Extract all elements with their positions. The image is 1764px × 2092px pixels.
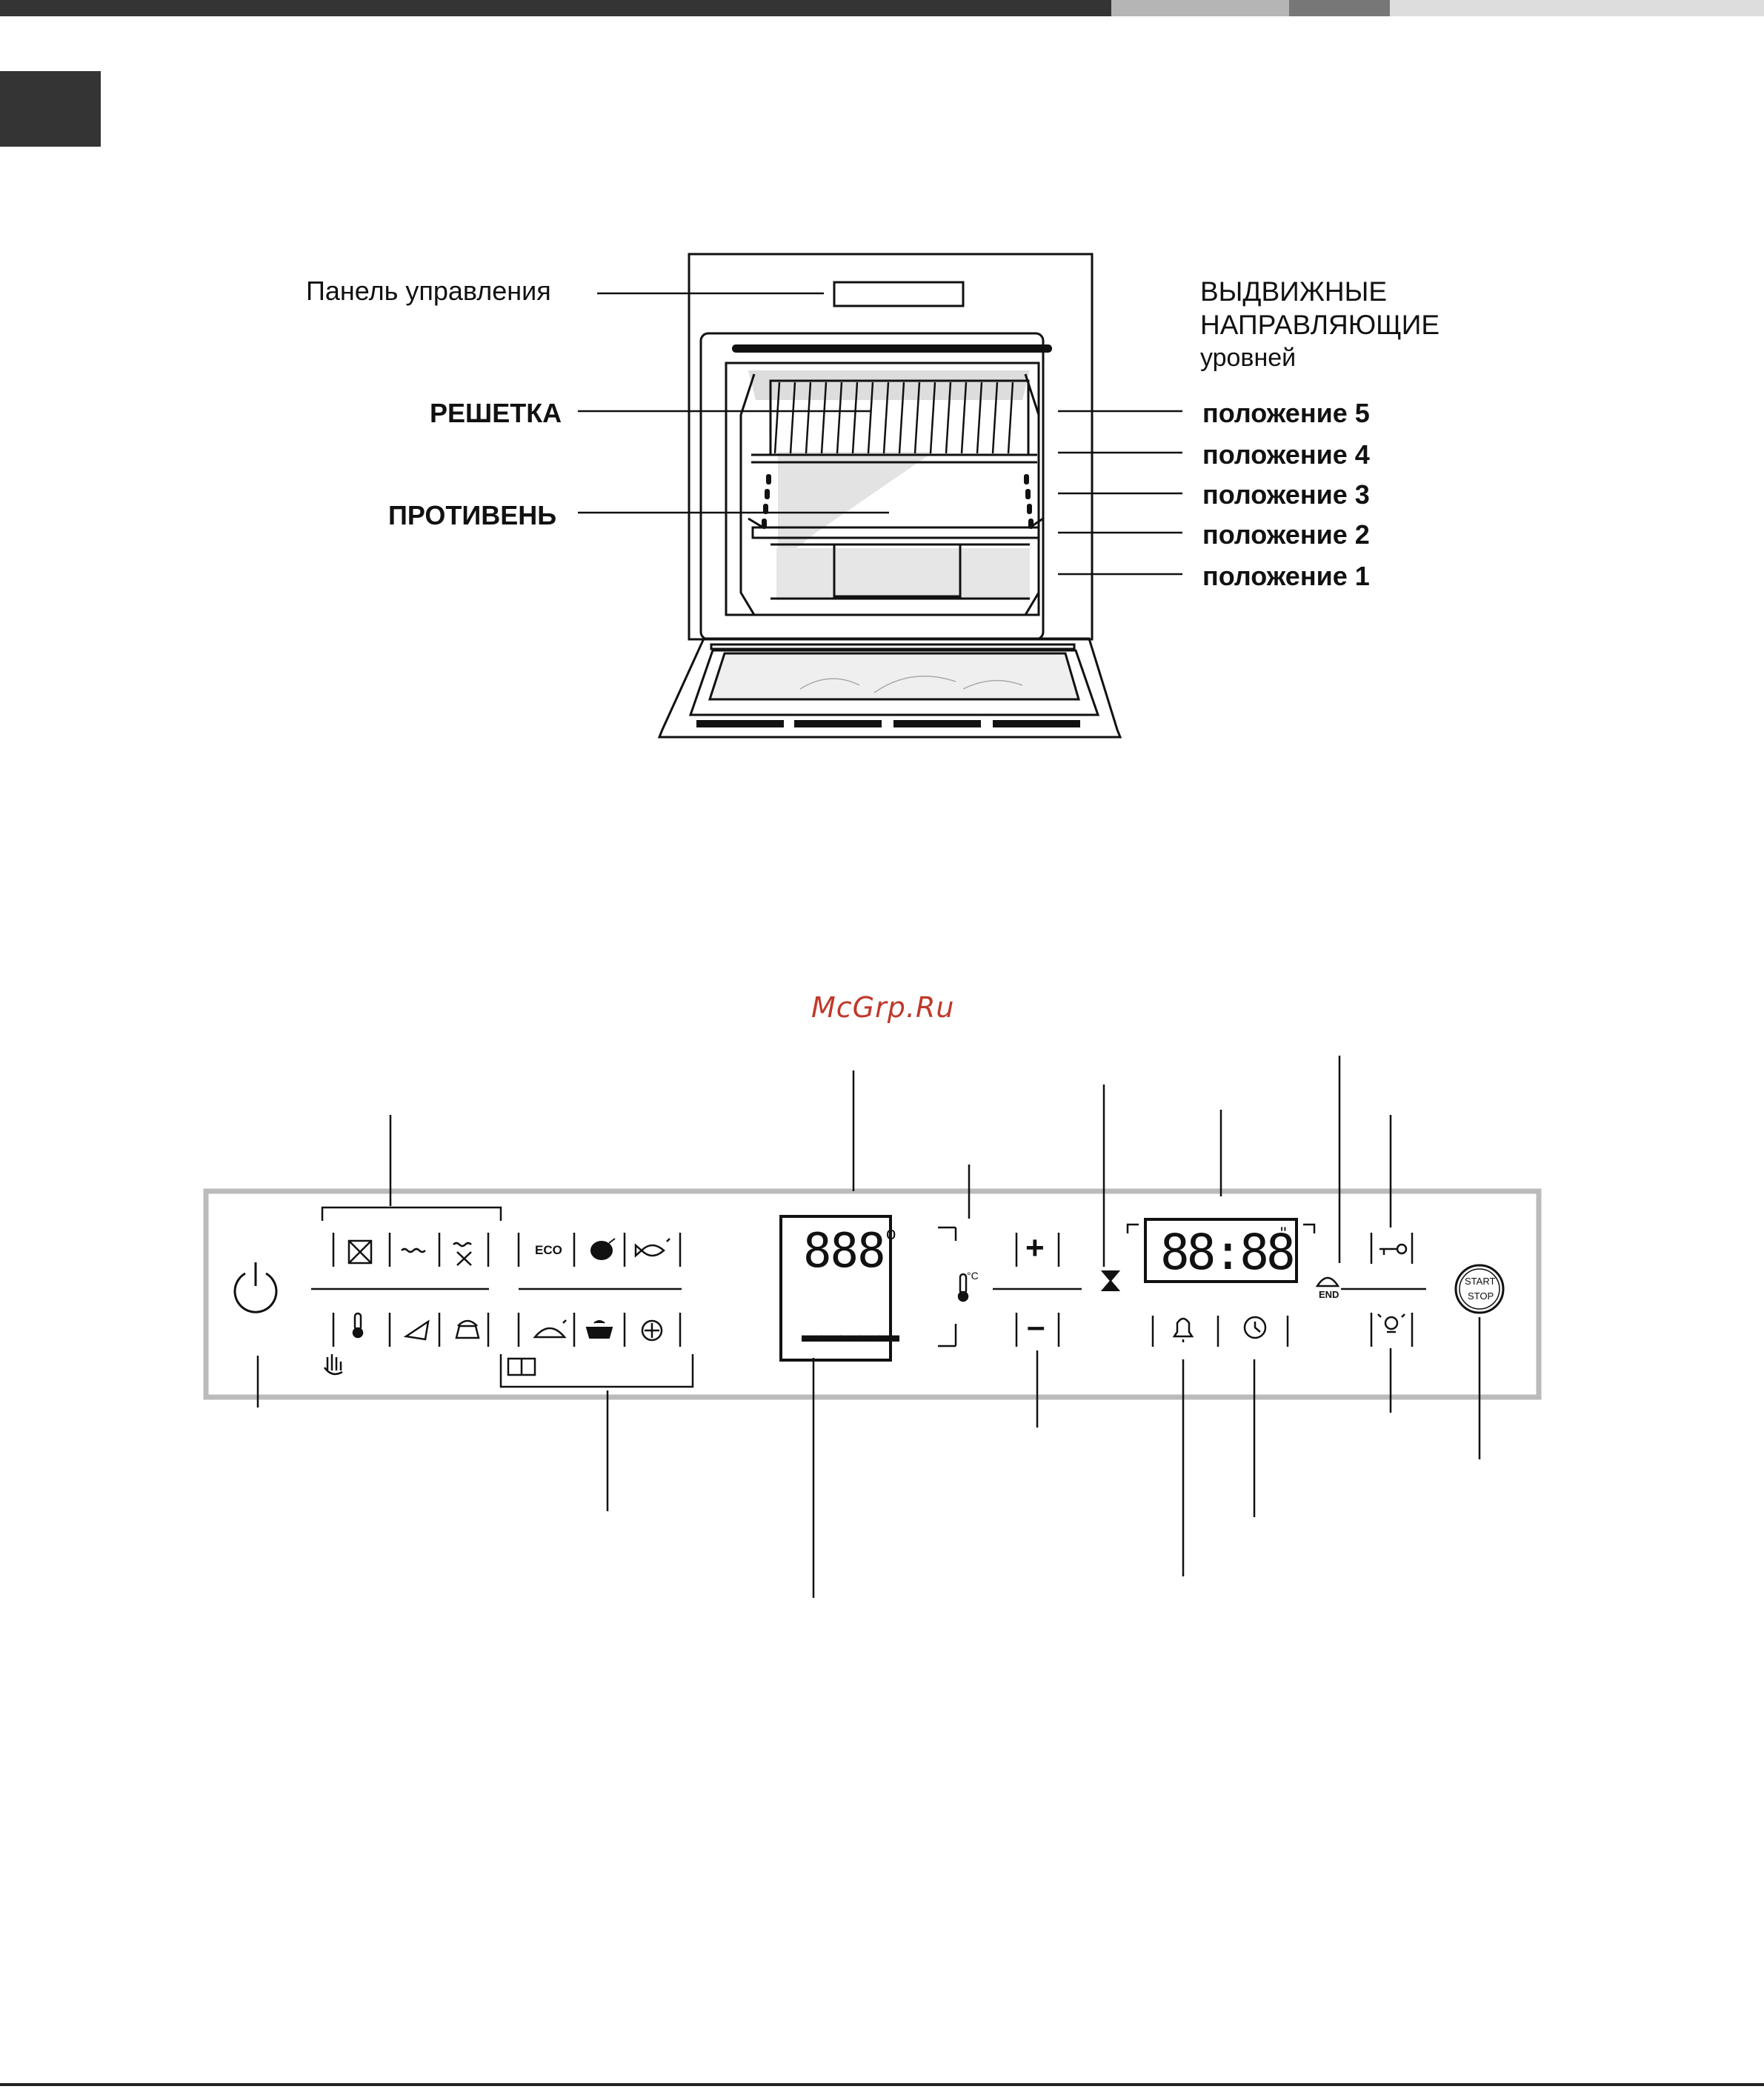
grill-fan-icon	[453, 1242, 472, 1266]
end-label: END	[1319, 1289, 1339, 1300]
rack-wire	[789, 382, 796, 454]
power-icon	[233, 1262, 278, 1313]
rack-wire	[836, 382, 843, 454]
plus-button[interactable]: +	[1025, 1230, 1045, 1266]
header-bar-light	[1111, 0, 1289, 16]
position-1: положение 1	[1202, 561, 1370, 591]
rack-wire	[805, 382, 812, 454]
bread-icon	[533, 1319, 567, 1339]
temperature-display	[779, 1215, 892, 1362]
start-stop-button	[1454, 1264, 1505, 1314]
lamp-icon	[1377, 1313, 1405, 1333]
rail-hole	[1025, 489, 1031, 499]
control-panel-diagram	[203, 1056, 1542, 1598]
section-tab	[0, 71, 101, 147]
position-2: положение 2	[1202, 519, 1370, 550]
rack-wire	[991, 382, 999, 454]
hourglass-icon	[1100, 1270, 1121, 1291]
fan-icon	[347, 1239, 373, 1265]
key-lock-icon	[1379, 1243, 1408, 1255]
end-time-icon	[1315, 1276, 1340, 1287]
rack-wire	[929, 382, 936, 454]
cake-icon	[455, 1319, 480, 1339]
rail-hole	[766, 474, 771, 484]
temp-select-icon	[957, 1273, 969, 1302]
rack-wire	[913, 382, 921, 454]
position-3: положение 3	[1202, 479, 1370, 510]
heating-element	[732, 344, 1052, 353]
rack-wire	[820, 382, 828, 454]
time-digits: 88:88	[1160, 1224, 1296, 1281]
rack-wire	[773, 382, 781, 454]
eco-button[interactable]: ECO	[535, 1243, 562, 1257]
rails-subtitle: уровней	[1200, 344, 1297, 372]
temp-digits: 888	[803, 1224, 886, 1279]
rails-title-2: НАПРАВЛЯЮЩИЕ	[1200, 310, 1440, 340]
label-tray: ПРОТИВЕНЬ	[388, 500, 557, 530]
rack-wire	[976, 382, 983, 454]
stop-label: STOP	[1468, 1290, 1494, 1302]
clock-icon	[1243, 1316, 1267, 1339]
rail-hole	[1024, 474, 1029, 484]
temp-degree-mark: o	[886, 1224, 896, 1244]
pot-icon	[641, 1319, 663, 1342]
bell-icon	[1172, 1317, 1194, 1342]
header-bar-dark	[0, 0, 1111, 16]
position-4: положение 4	[1202, 439, 1370, 470]
rail-hole	[1027, 504, 1032, 514]
rail-hole	[765, 489, 770, 499]
rack-wire	[960, 382, 968, 454]
header-bar-pale	[1390, 0, 1764, 16]
footer-rule	[0, 2083, 1764, 2086]
fish-icon	[634, 1238, 670, 1258]
label-control-panel: Панель управления	[306, 276, 551, 306]
recipe-book-icon	[507, 1357, 536, 1376]
pie-icon	[585, 1320, 613, 1339]
minus-button[interactable]: –	[1027, 1308, 1045, 1345]
label-rack: РЕШЕТКА	[430, 398, 562, 428]
time-display	[1144, 1218, 1298, 1283]
watermark: McGrp.Ru	[811, 991, 955, 1024]
position-5: положение 5	[1202, 398, 1370, 428]
grill-icon	[401, 1247, 426, 1253]
rack-wire	[851, 382, 859, 454]
rail-hole	[1028, 519, 1034, 529]
rack-wire	[945, 382, 952, 454]
rack-wire	[867, 382, 874, 454]
meat-icon	[590, 1238, 616, 1260]
rack-wire	[898, 382, 905, 454]
temp-bar: ▬▬▬▬▬	[802, 1323, 899, 1346]
header-bar-mid	[1289, 0, 1390, 16]
temp-unit: °C	[967, 1270, 979, 1282]
manual-hand-icon	[323, 1354, 343, 1376]
rail-hole	[762, 519, 767, 529]
rails-title-1: ВЫДВИЖНЫЕ	[1200, 276, 1388, 307]
rack-wire	[1007, 382, 1014, 454]
oven-illustration	[578, 253, 1182, 739]
rack-wire	[882, 382, 890, 454]
thermometer-icon	[352, 1312, 364, 1339]
rail-hole	[763, 504, 768, 514]
start-label: START	[1465, 1276, 1496, 1287]
time-marks: "	[1280, 1224, 1287, 1244]
pizza-icon	[403, 1319, 430, 1341]
control-panel-frame	[203, 1188, 1542, 1400]
